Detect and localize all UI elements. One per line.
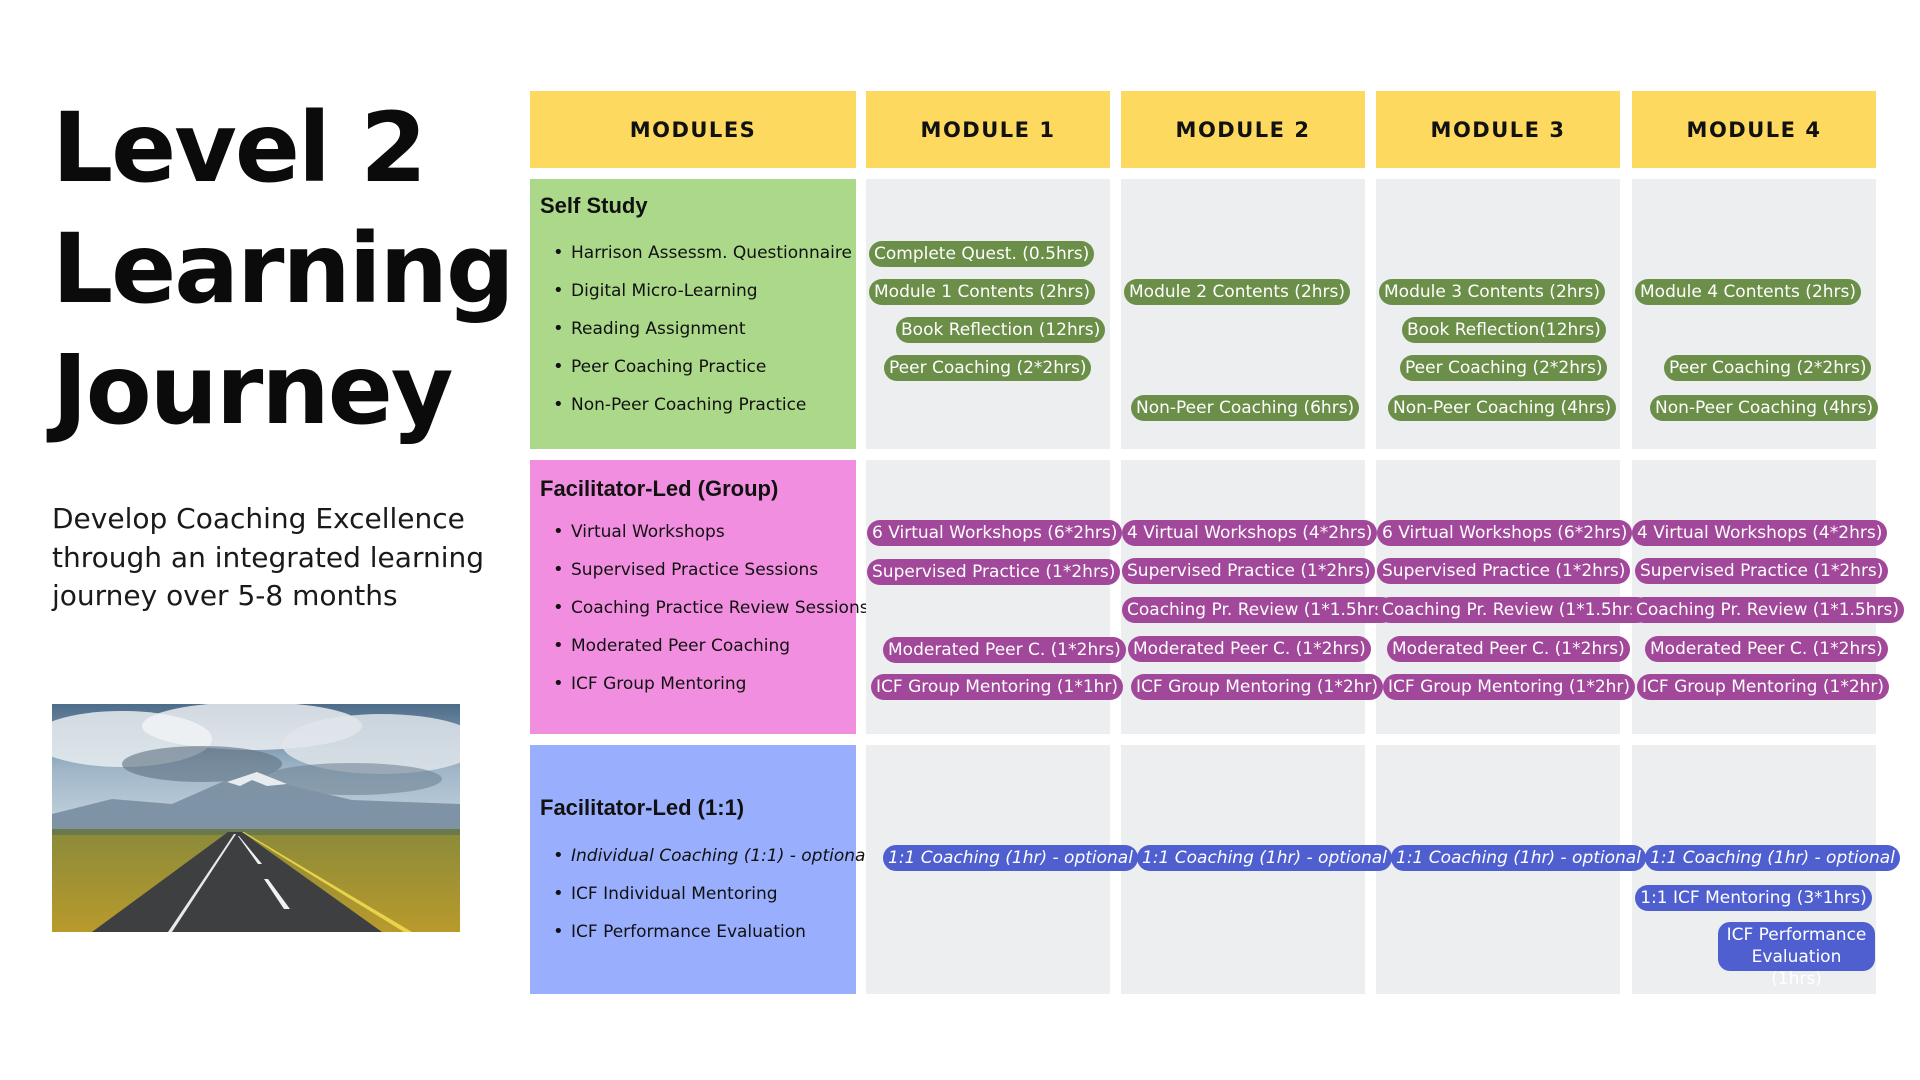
pill-one-to-one-coaching: 1:1 Coaching (1hr) - optional xyxy=(1645,845,1900,871)
pill-module-1-contents: Module 1 Contents (2hrs) xyxy=(869,279,1096,305)
page-title: Level 2 Learning Journey xyxy=(52,88,515,451)
list-item: Individual Coaching (1:1) - optional xyxy=(553,837,870,875)
pill-one-to-one-coaching: 1:1 Coaching (1hr) - optional xyxy=(1391,845,1646,871)
subtitle-line-2: through an integrated learning xyxy=(52,540,485,574)
pill-peer-coaching: Peer Coaching (2*2hrs) xyxy=(884,355,1092,381)
header-module-3: MODULE 3 xyxy=(1376,91,1620,168)
pill-icf-performance-evaluation: ICF Performance Evaluation (1hrs) xyxy=(1718,922,1875,989)
pill-icf-mentoring: 1:1 ICF Mentoring (3*1hrs) xyxy=(1635,885,1872,911)
pill-module-3-contents: Module 3 Contents (2hrs) xyxy=(1379,279,1606,305)
pill-peer-coaching: Peer Coaching (2*2hrs) xyxy=(1664,355,1872,381)
list-item: Reading Assignment xyxy=(553,310,852,348)
pill-moderated-peer: Moderated Peer C. (1*2hrs) xyxy=(1645,636,1888,662)
header-module-1: MODULE 1 xyxy=(866,91,1110,168)
pill-virtual-workshops: 4 Virtual Workshops (4*2hrs) xyxy=(1632,520,1888,546)
pill-peer-coaching: Peer Coaching (2*2hrs) xyxy=(1400,355,1608,381)
header-module-4: MODULE 4 xyxy=(1632,91,1876,168)
pill-module-2-contents: Module 2 Contents (2hrs) xyxy=(1124,279,1351,305)
list-item: ICF Group Mentoring xyxy=(553,665,869,703)
pill-supervised-practice: Supervised Practice (1*2hrs) xyxy=(1377,558,1631,584)
pill-icf-group-mentoring: ICF Group Mentoring (1*2hr) xyxy=(1637,674,1890,700)
pill-non-peer-coaching: Non-Peer Coaching (4hrs) xyxy=(1388,395,1617,421)
category-title: Self Study xyxy=(540,193,648,218)
list-item: Virtual Workshops xyxy=(553,513,869,551)
pill-virtual-workshops: 6 Virtual Workshops (6*2hrs) xyxy=(1377,520,1633,546)
pill-moderated-peer: Moderated Peer C. (1*2hrs) xyxy=(1387,636,1630,662)
road-landscape-photo xyxy=(52,704,460,932)
pill-book-reflection: Book Reflection(12hrs) xyxy=(1402,317,1606,343)
pill-icf-group-mentoring: ICF Group Mentoring (1*1hr) xyxy=(871,674,1124,700)
pill-coaching-review: Coaching Pr. Review (1*1.5hrs) xyxy=(1122,597,1395,623)
title-line-3: Journey xyxy=(52,334,453,446)
pill-coaching-review: Coaching Pr. Review (1*1.5hrs) xyxy=(1631,597,1904,623)
title-line-2: Learning xyxy=(52,213,515,325)
title-line-1: Level 2 xyxy=(52,92,427,204)
subtitle-line-3: journey over 5-8 months xyxy=(52,579,398,612)
list-item: Coaching Practice Review Sessions xyxy=(553,589,869,627)
list-item: Digital Micro-Learning xyxy=(553,272,852,310)
pill-icf-group-mentoring: ICF Group Mentoring (1*2hr) xyxy=(1131,674,1384,700)
pill-module-4-contents: Module 4 Contents (2hrs) xyxy=(1635,279,1862,305)
subtitle-line-1: Develop Coaching Excellence xyxy=(52,502,465,535)
pill-coaching-review: Coaching Pr. Review (1*1.5hrs) xyxy=(1377,597,1650,623)
pill-one-to-one-coaching: 1:1 Coaching (1hr) - optional xyxy=(1137,845,1392,871)
pill-book-reflection: Book Reflection (12hrs) xyxy=(896,317,1106,343)
pill-virtual-workshops: 4 Virtual Workshops (4*2hrs) xyxy=(1122,520,1378,546)
category-group: Facilitator-Led (Group) Virtual Workshop… xyxy=(530,460,869,734)
category-title: Facilitator-Led (Group) xyxy=(540,476,779,501)
subtitle: Develop Coaching Excellence through an i… xyxy=(52,500,492,616)
category-items: Virtual Workshops Supervised Practice Se… xyxy=(553,513,869,703)
category-self-study: Self Study Harrison Assessm. Questionnai… xyxy=(530,179,856,449)
list-item: Non-Peer Coaching Practice xyxy=(553,386,852,424)
category-items: Harrison Assessm. Questionnaire Digital … xyxy=(553,234,852,424)
pill-one-to-one-coaching: 1:1 Coaching (1hr) - optional xyxy=(883,845,1138,871)
list-item: Harrison Assessm. Questionnaire xyxy=(553,234,852,272)
header-modules: MODULES xyxy=(530,91,856,168)
list-item: Peer Coaching Practice xyxy=(553,348,852,386)
pill-supervised-practice: Supervised Practice (1*2hrs) xyxy=(867,559,1121,585)
category-items: Individual Coaching (1:1) - optional ICF… xyxy=(553,837,870,951)
pill-complete-questionnaire: Complete Quest. (0.5hrs) xyxy=(869,241,1095,267)
cell-self-study-m1 xyxy=(866,179,1110,449)
category-title: Facilitator-Led (1:1) xyxy=(540,795,745,820)
pill-moderated-peer: Moderated Peer C. (1*2hrs) xyxy=(883,637,1126,663)
pill-non-peer-coaching: Non-Peer Coaching (6hrs) xyxy=(1131,395,1360,421)
pill-moderated-peer: Moderated Peer C. (1*2hrs) xyxy=(1128,636,1371,662)
category-one-to-one: Facilitator-Led (1:1) Individual Coachin… xyxy=(530,745,870,994)
list-item: Supervised Practice Sessions xyxy=(553,551,869,589)
list-item: ICF Individual Mentoring xyxy=(553,875,870,913)
list-item: Moderated Peer Coaching xyxy=(553,627,869,665)
pill-icf-group-mentoring: ICF Group Mentoring (1*2hr) xyxy=(1383,674,1636,700)
pill-non-peer-coaching: Non-Peer Coaching (4hrs) xyxy=(1650,395,1879,421)
header-module-2: MODULE 2 xyxy=(1121,91,1365,168)
pill-supervised-practice: Supervised Practice (1*2hrs) xyxy=(1122,558,1376,584)
pill-virtual-workshops: 6 Virtual Workshops (6*2hrs) xyxy=(867,520,1123,546)
list-item: ICF Performance Evaluation xyxy=(553,913,870,951)
pill-supervised-practice: Supervised Practice (1*2hrs) xyxy=(1635,558,1889,584)
